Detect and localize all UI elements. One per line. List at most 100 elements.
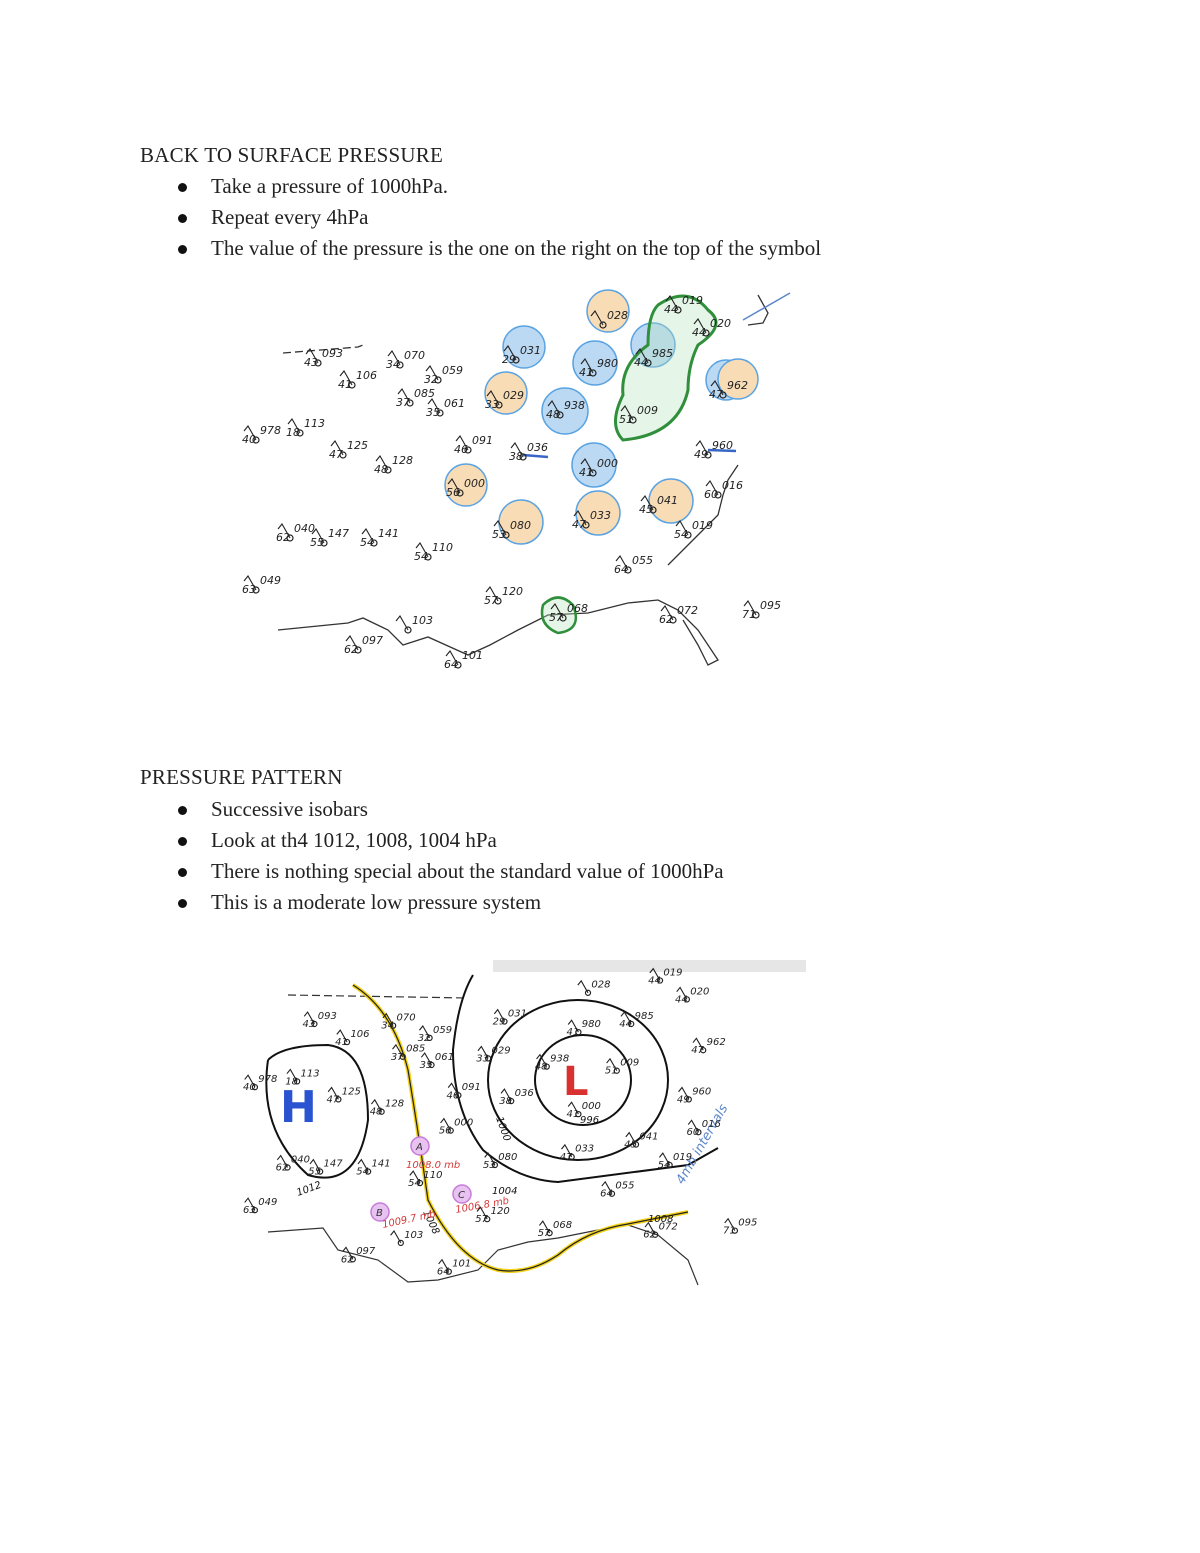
wind-barb — [370, 1098, 383, 1112]
station-pressure: 141 — [378, 527, 399, 540]
station-circle — [508, 1097, 515, 1105]
station-circle — [752, 611, 760, 619]
wind-barb — [620, 1011, 632, 1025]
station-circle — [575, 1111, 582, 1118]
wind-barb — [695, 440, 709, 456]
station-temperature: 54 — [674, 528, 688, 541]
station-circle — [296, 429, 304, 437]
station-model: 51 009 — [619, 404, 658, 426]
station-circle — [455, 1092, 462, 1099]
bullet-item: Successive isobars — [140, 794, 724, 825]
station-pressure: 072 — [677, 604, 698, 617]
wind-barb — [500, 1088, 512, 1102]
station-temperature: 62 — [344, 643, 358, 656]
wind-barb — [420, 1052, 432, 1066]
station-temperature: 40 — [242, 433, 256, 446]
station-circle — [702, 329, 710, 337]
station-pressure: 000 — [464, 477, 485, 490]
wind-barb — [665, 295, 679, 311]
station-pressure: 009 — [637, 404, 658, 417]
wind-barb — [375, 455, 389, 471]
station-temperature: 51 — [619, 413, 633, 426]
station-pressure: 985 — [652, 347, 673, 360]
station-pressure: 980 — [597, 357, 618, 370]
wind-barb — [477, 1045, 489, 1059]
wind-barb — [440, 1117, 452, 1131]
station-temperature: 41 — [338, 378, 352, 391]
station-temperature: 29 — [493, 1017, 506, 1028]
station-circle — [314, 359, 322, 367]
isobar-label: 1000 — [493, 1115, 512, 1143]
wind-barb — [510, 442, 524, 458]
wind-barb — [455, 435, 469, 451]
wind-barb — [547, 400, 561, 416]
station-pressure: 113 — [304, 417, 325, 430]
wind-barb — [567, 1101, 579, 1115]
wind-barb — [476, 1206, 488, 1220]
station-temperature: 60 — [704, 488, 718, 501]
wind-barb — [644, 1221, 656, 1235]
station-temperature: 54 — [356, 1167, 369, 1178]
station-temperature: 57 — [475, 1214, 488, 1225]
station-temperature: 54 — [408, 1178, 421, 1189]
bullet-list-pressure-pattern: Successive isobars Look at th4 1012, 100… — [140, 794, 724, 918]
bullet-item: There is nothing special about the stand… — [140, 856, 724, 887]
station-pressure: 068 — [553, 1220, 572, 1231]
station-temperature: 48 — [374, 463, 388, 476]
station-circle — [589, 369, 597, 377]
wind-barb — [311, 528, 325, 544]
station-pressure: 128 — [385, 1099, 404, 1110]
station-temperature: 44 — [664, 303, 678, 316]
station-temperature: 41 — [579, 466, 593, 479]
station-temperature: 35 — [426, 406, 440, 419]
station-temperature: 49 — [677, 1094, 690, 1105]
station-pressure: 085 — [406, 1044, 425, 1055]
wind-barb — [277, 523, 291, 539]
station-pressure: 000 — [454, 1117, 473, 1128]
station-circle — [348, 381, 356, 389]
station-temperature: 62 — [643, 1230, 656, 1241]
station-circle — [629, 416, 637, 424]
station-temperature: 47 — [709, 388, 723, 401]
station-pressure: 068 — [567, 602, 588, 615]
wind-barb — [392, 1043, 404, 1058]
wind-barb — [601, 1180, 613, 1194]
station-temperature: 71 — [723, 1226, 736, 1237]
station-pressure: 055 — [632, 554, 653, 567]
station-pressure: 978 — [258, 1074, 277, 1085]
station-pressure: 125 — [347, 439, 368, 452]
station-circle — [491, 1161, 499, 1169]
station-temperature: 43 — [304, 356, 318, 369]
station-pressure: 120 — [502, 585, 523, 598]
station-pressure: 147 — [324, 1158, 344, 1169]
station-temperature: 37 — [396, 396, 410, 409]
wind-barb — [687, 1119, 699, 1133]
wind-barb — [536, 1053, 548, 1067]
station-pressure: 113 — [301, 1068, 320, 1079]
wind-barb — [503, 345, 517, 361]
station-circle — [354, 646, 362, 654]
wind-barb — [390, 1230, 402, 1244]
station-circle — [447, 1127, 454, 1134]
station-circle — [575, 1029, 582, 1036]
station-circle — [674, 306, 682, 314]
wind-barb — [493, 1008, 505, 1022]
